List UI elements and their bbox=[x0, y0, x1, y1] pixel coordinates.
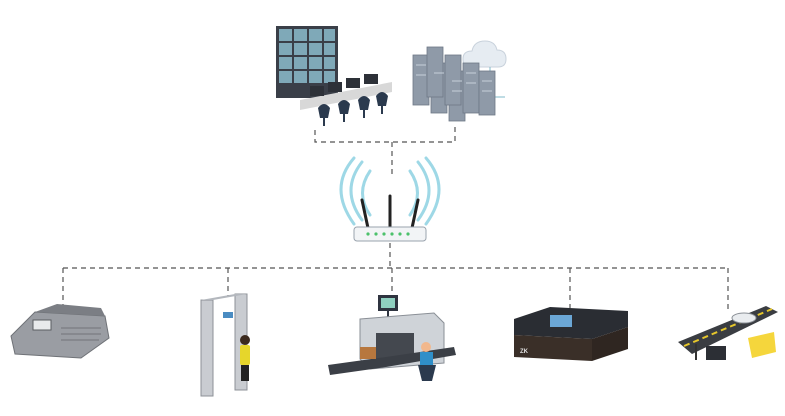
top-link-line bbox=[314, 125, 456, 143]
server-rack-cluster bbox=[405, 25, 525, 135]
desktop-explosive-detector: ZK bbox=[510, 305, 635, 365]
trace-detector-icon bbox=[10, 304, 110, 359]
x-ray-baggage-scanner bbox=[326, 293, 461, 393]
wifi-router-icon bbox=[339, 156, 441, 242]
monitoring-control-room bbox=[270, 20, 395, 135]
wireless-router bbox=[339, 156, 441, 245]
brand-label: ZK bbox=[520, 349, 529, 355]
control-room-icon bbox=[276, 26, 392, 126]
server-rack-icon bbox=[412, 40, 507, 122]
vehicle-inspection-icon bbox=[678, 306, 778, 360]
handheld-explosive-trace-detector bbox=[5, 298, 115, 363]
metal-detector-gate-icon bbox=[200, 293, 250, 397]
desktop-detector-icon: ZK bbox=[514, 307, 628, 361]
person-icon bbox=[240, 335, 250, 381]
operator-icon bbox=[418, 342, 436, 381]
walk-through-metal-detector bbox=[195, 292, 265, 402]
under-vehicle-inspection-system bbox=[678, 298, 783, 373]
xray-scanner-icon bbox=[328, 295, 456, 381]
